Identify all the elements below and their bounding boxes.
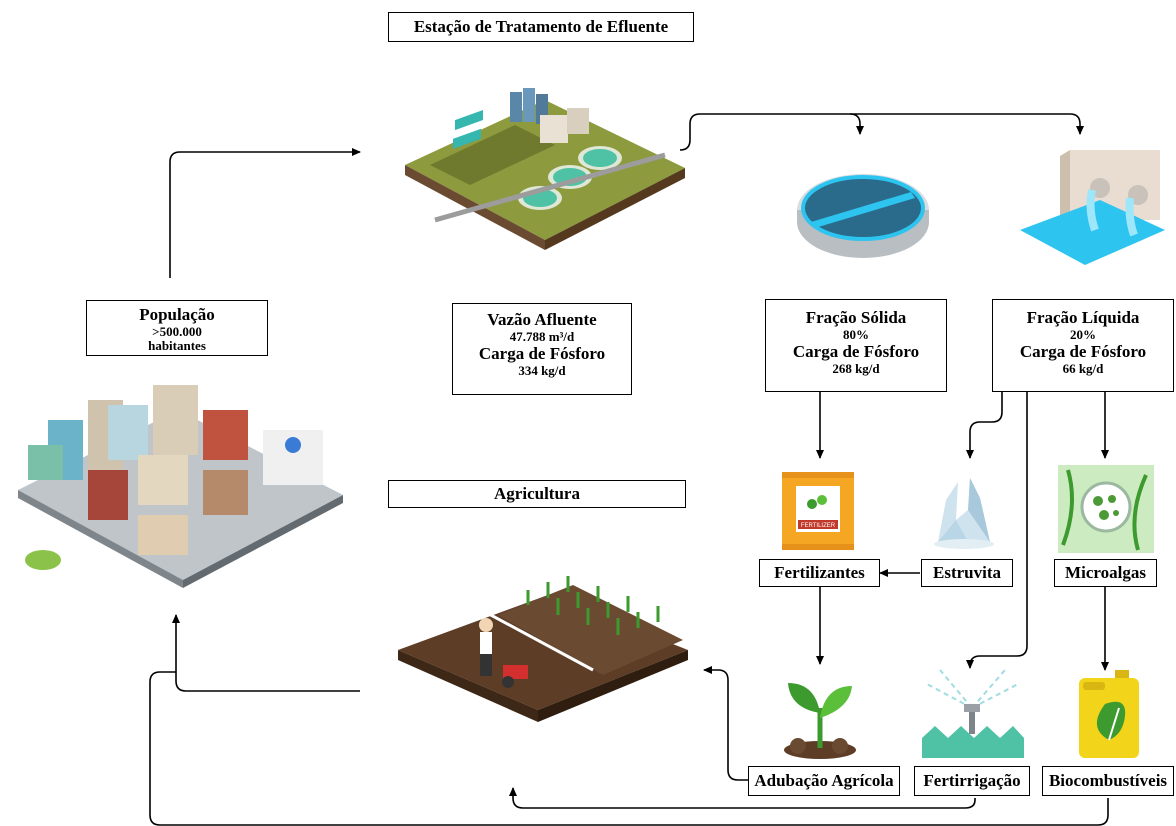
microalgas-box: Microalgas bbox=[1054, 559, 1157, 587]
solid-fraction-percent: 80% bbox=[843, 326, 869, 342]
solid-phosphorus-value: 268 kg/d bbox=[832, 361, 880, 377]
plant-title: Estação de Tratamento de Efluente bbox=[388, 12, 694, 42]
population-count: >500.000 bbox=[152, 323, 202, 339]
adubacao-box: Adubação Agrícola bbox=[748, 766, 900, 796]
treatment-plant-illustration bbox=[405, 88, 685, 250]
fertirrigacao-box: Fertirrigação bbox=[914, 766, 1030, 796]
fertilizer-bag-illustration: FERTILIZER bbox=[782, 472, 854, 550]
arrow-liquid-to-struvite bbox=[966, 392, 1003, 459]
arrow-population-to-plant bbox=[169, 148, 361, 278]
biocombustiveis-box: Biocombustíveis bbox=[1042, 766, 1174, 796]
struvite-crystal-illustration bbox=[934, 478, 994, 549]
population-box: População >500.000 habitantes bbox=[86, 300, 268, 356]
influent-phosphorus-label: Carga de Fósforo bbox=[478, 344, 606, 364]
agriculture-field-illustration bbox=[398, 576, 688, 722]
arrow-manuring-to-agriculture bbox=[703, 666, 748, 781]
effluent-illustration bbox=[1020, 150, 1165, 265]
arrow-liquid-to-fertigation bbox=[966, 392, 1028, 669]
arrow-plant-to-clarifier bbox=[849, 113, 864, 135]
arrow-fertigation-to-agriculture bbox=[509, 787, 976, 809]
solid-fraction-box: Fração Sólida 80% Carga de Fósforo 268 k… bbox=[765, 299, 947, 392]
population-label: População bbox=[139, 305, 215, 324]
liquid-fraction-label: Fração Líquida bbox=[1026, 308, 1140, 327]
influent-label: Vazão Afluente bbox=[487, 310, 597, 329]
solid-fraction-label: Fração Sólida bbox=[805, 308, 907, 327]
liquid-fraction-percent: 20% bbox=[1070, 326, 1096, 342]
fertilizantes-box: Fertilizantes bbox=[759, 559, 880, 587]
fertilizer-bag-text: FERTILIZER bbox=[801, 523, 836, 529]
arrow-biofuel-to-population bbox=[149, 671, 1109, 826]
clarifier-illustration bbox=[797, 174, 929, 258]
liquid-fraction-box: Fração Líquida 20% Carga de Fósforo 66 k… bbox=[992, 299, 1174, 392]
arrow-agriculture-to-population bbox=[172, 614, 360, 692]
city-illustration bbox=[18, 385, 343, 588]
estruvita-box: Estruvita bbox=[921, 559, 1013, 587]
liquid-phosphorus-label: Carga de Fósforo bbox=[1019, 342, 1147, 362]
sprout-illustration bbox=[784, 683, 856, 759]
solid-phosphorus-label: Carga de Fósforo bbox=[792, 342, 920, 362]
influent-phosphorus-value: 334 kg/d bbox=[518, 363, 566, 379]
sprinkler-illustration bbox=[922, 669, 1024, 758]
influent-box: Vazão Afluente 47.788 m³/d Carga de Fósf… bbox=[452, 303, 632, 395]
microalgae-illustration bbox=[1058, 465, 1154, 553]
biofuel-can-illustration bbox=[1079, 670, 1139, 758]
arrow-plant-split bbox=[679, 113, 1084, 151]
liquid-phosphorus-value: 66 kg/d bbox=[1062, 361, 1104, 377]
influent-flow: 47.788 m³/d bbox=[509, 328, 575, 344]
population-unit: habitantes bbox=[148, 338, 206, 354]
agriculture-title: Agricultura bbox=[388, 480, 686, 508]
